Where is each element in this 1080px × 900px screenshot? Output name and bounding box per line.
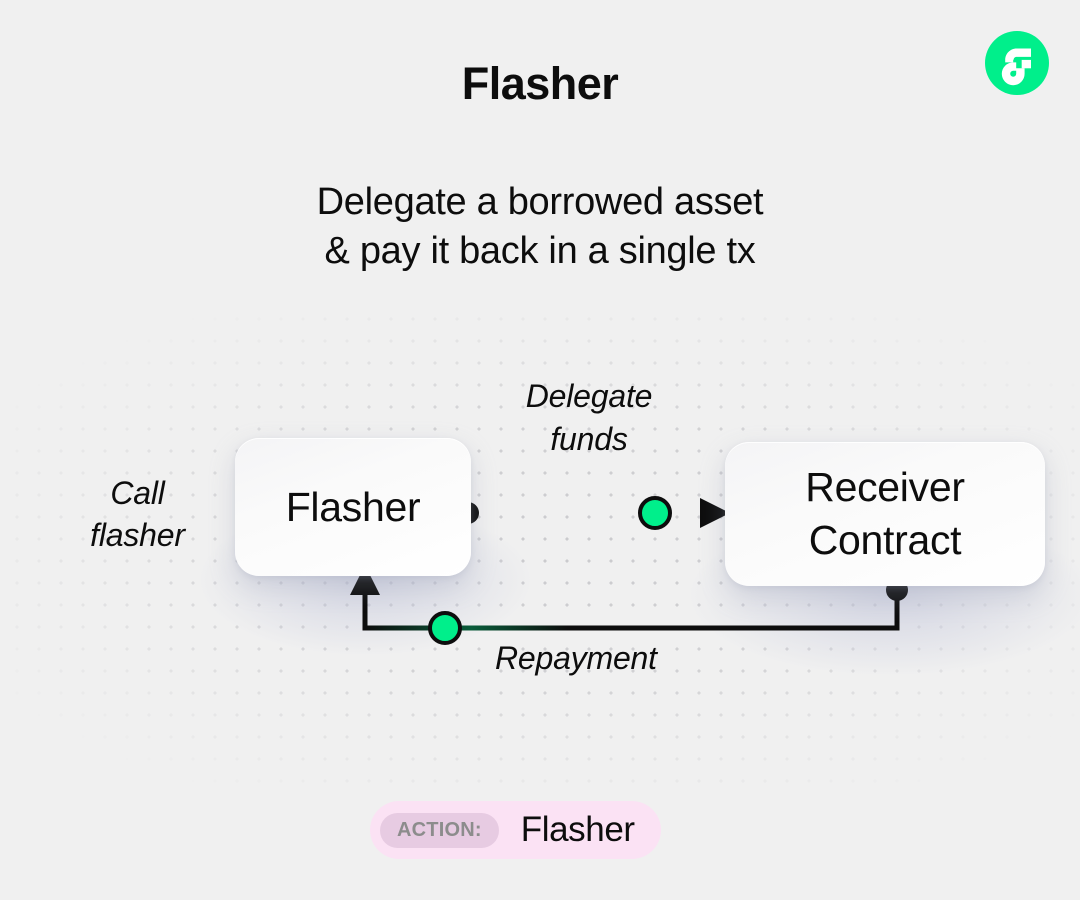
subtitle-line-1: Delegate a borrowed asset bbox=[316, 181, 764, 223]
node-flasher-label: Flasher bbox=[285, 483, 421, 530]
action-badge: ACTION: Flasher bbox=[370, 801, 661, 859]
subtitle-line-2: & pay it back in a single tx bbox=[324, 230, 756, 272]
node-receiver-label-line-1: Receiver bbox=[805, 464, 965, 510]
edge-label-delegate-funds: Delegate funds bbox=[478, 375, 700, 461]
node-receiver-contract[interactable]: Receiver Contract bbox=[725, 442, 1045, 586]
node-flasher[interactable]: Flasher bbox=[235, 438, 471, 576]
node-receiver-label: Receiver Contract bbox=[805, 461, 965, 567]
action-badge-chip: ACTION: bbox=[380, 812, 499, 848]
edge-label-call-line-2: flasher bbox=[90, 517, 185, 553]
edge-label-repayment: Repayment bbox=[495, 640, 657, 676]
action-badge-value: Flasher bbox=[520, 810, 635, 849]
waypoint-dot-repayment bbox=[428, 611, 462, 645]
flow-logo-icon bbox=[985, 31, 1049, 95]
page-subtitle: Delegate a borrowed asset & pay it back … bbox=[0, 178, 1080, 276]
edge-label-call-line-1: Call bbox=[110, 475, 165, 511]
edge-delegate-funds bbox=[457, 496, 730, 530]
node-receiver-label-line-2: Contract bbox=[808, 517, 962, 563]
edge-label-delegate-line-2: funds bbox=[550, 421, 628, 457]
flow-diagram: Flasher Receiver Contract Call flasher D… bbox=[0, 300, 1080, 800]
edge-label-delegate-line-1: Delegate bbox=[525, 378, 653, 414]
edge-label-call-flasher: Call flasher bbox=[55, 472, 220, 556]
page-title: Flasher bbox=[461, 58, 619, 109]
waypoint-dot-delegate bbox=[638, 496, 672, 530]
